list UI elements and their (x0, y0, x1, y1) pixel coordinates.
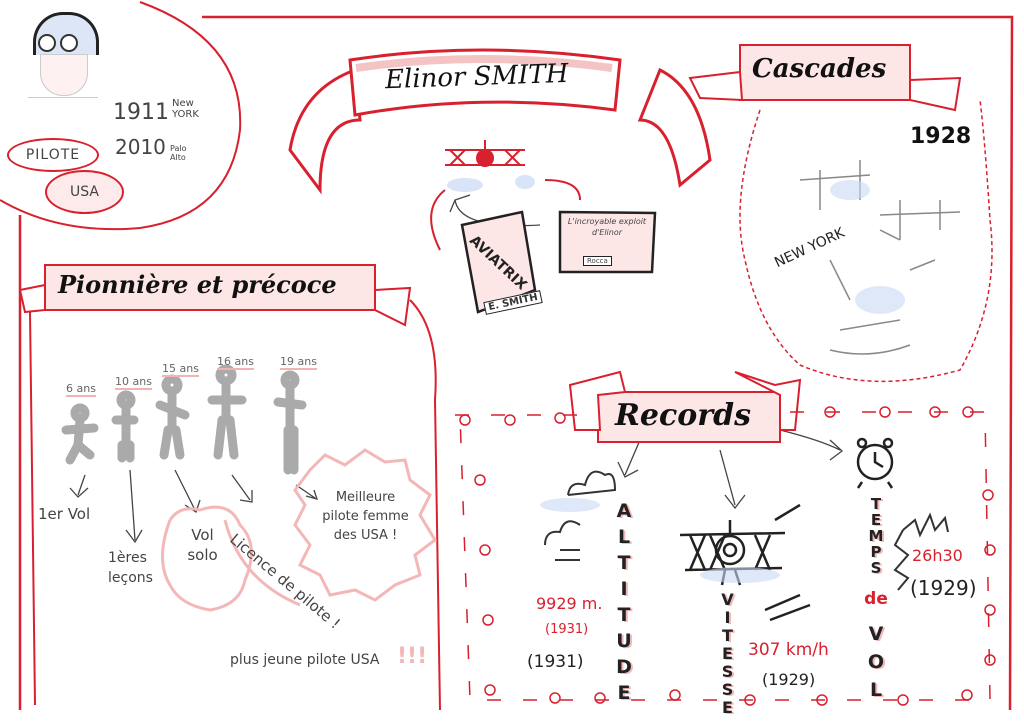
age-label: 16 ans (217, 355, 254, 370)
book-title-2: L'incroyable exploit d'Elinor (567, 217, 647, 237)
altitude-year-red: (1931) (545, 622, 589, 637)
cascades-year: 1928 (910, 124, 972, 149)
duration-value: 26h30 (912, 546, 963, 565)
milestone-caption: Vol solo (187, 526, 218, 564)
duration-label: TEMPS de VOL (864, 495, 888, 707)
birth-place: New YORK (172, 98, 199, 120)
age-label: 6 ans (66, 382, 96, 397)
speed-label: VITESSE (717, 590, 737, 716)
altitude-label: ALTITUDE (613, 500, 635, 708)
death-place: Palo Alto (170, 144, 187, 162)
speed-year: (1929) (762, 670, 816, 689)
biplane-top (445, 140, 525, 167)
pioneer-heading: Pionnière et précoce (58, 270, 337, 299)
page-title: Elinor SMITH (384, 58, 569, 96)
youngest-note: plus jeune pilote USA (230, 652, 380, 668)
age-label: 15 ans (162, 362, 199, 377)
duration-label-top: TEMPS (867, 495, 885, 575)
altitude-value: 9929 m. (536, 594, 603, 613)
book-author-2: Rocca (583, 256, 612, 266)
death-year: 2010 (115, 135, 166, 159)
alarm-clock (856, 437, 894, 489)
altitude-year: (1931) (527, 652, 584, 672)
cascades-heading: Cascades (752, 54, 887, 84)
duration-label-bottom: VOL (865, 623, 887, 707)
altitude-label-text: ALTITUDE (613, 500, 635, 708)
milestone-caption: 1ères leçons (108, 550, 153, 586)
duration-label-mid: de (864, 589, 888, 609)
tag-usa: USA (45, 170, 124, 214)
age-label: 10 ans (115, 375, 152, 390)
speed-label-text: VITESSE (718, 590, 737, 716)
birth-year: 1911 (113, 100, 169, 125)
tag-pilote: PILOTE (7, 138, 99, 172)
records-heading: Records (615, 398, 751, 433)
milestone-caption: Meilleure pilote femme des USA ! (322, 490, 409, 543)
portrait-avatar (28, 12, 99, 122)
title-ribbon (288, 48, 712, 195)
biplane-speed (679, 503, 811, 622)
exclamation-marks: !!! (397, 644, 428, 669)
speed-value: 307 km/h (748, 640, 829, 660)
age-label: 19 ans (280, 355, 317, 370)
duration-year: (1929) (910, 576, 977, 600)
milestone-caption: 1er Vol (38, 505, 91, 523)
